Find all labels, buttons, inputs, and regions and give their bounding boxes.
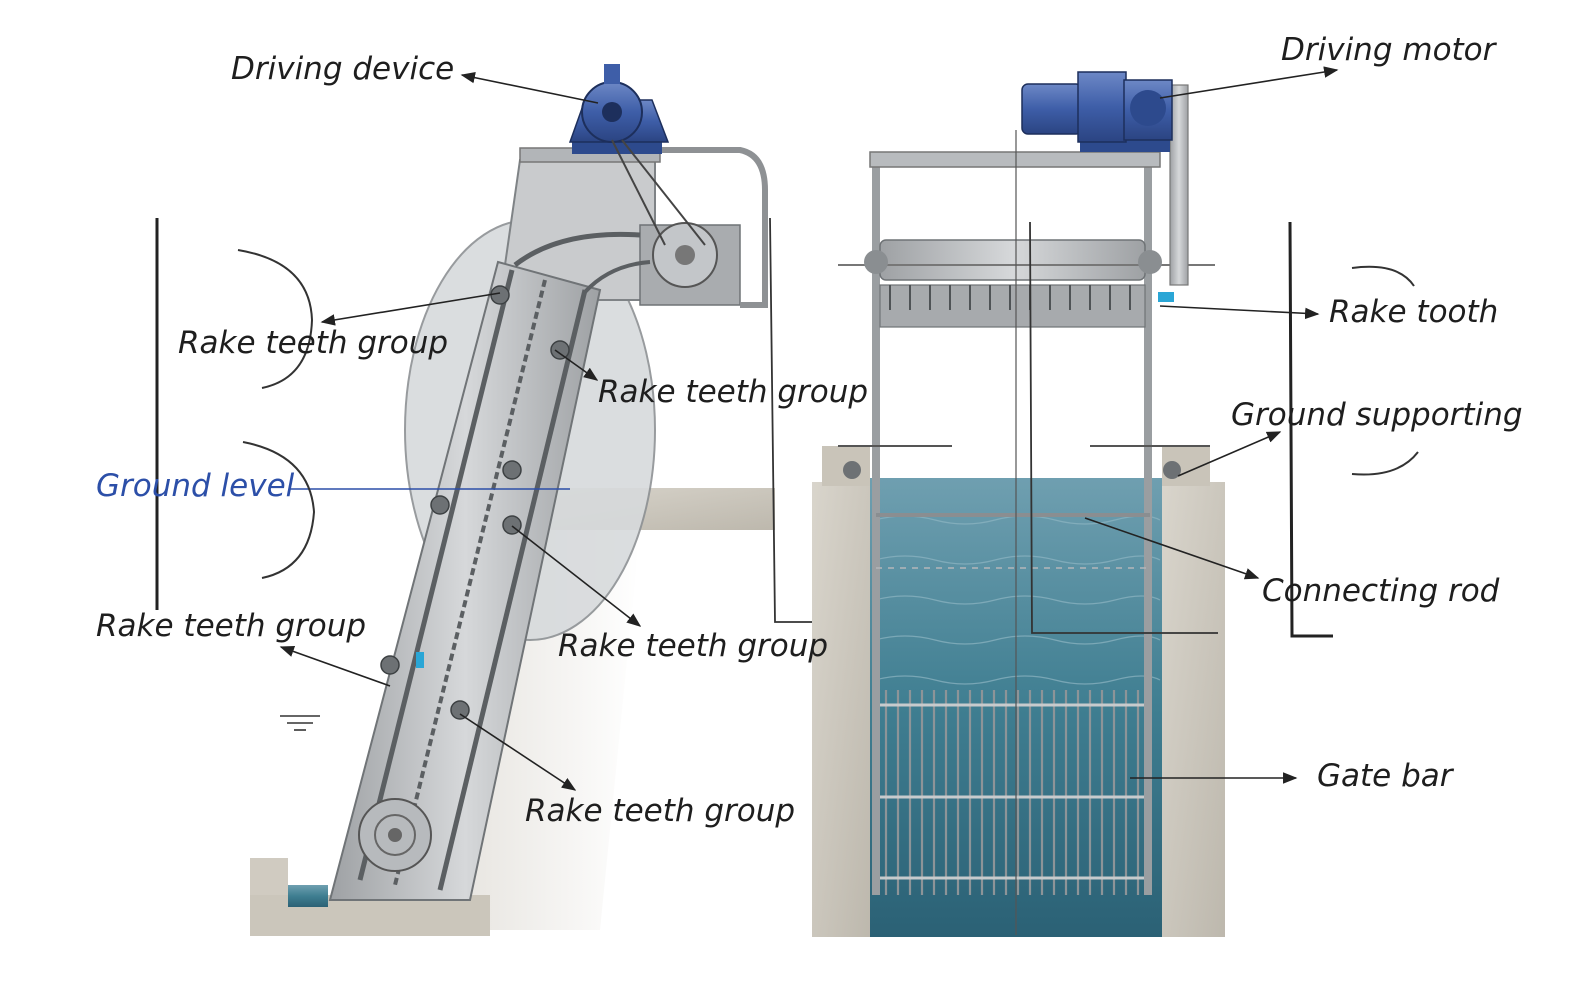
motor-body	[1021, 83, 1083, 135]
rake-tooth-marker	[1158, 292, 1174, 302]
left-shaft-bearing	[864, 250, 888, 274]
label-ground-level: Ground level	[96, 468, 295, 504]
rake-tooth-comb	[889, 285, 1131, 310]
gate-bar-crossbeams	[880, 703, 1144, 880]
chain-rail-right	[437, 289, 588, 891]
arrow-driving-motor	[1159, 66, 1339, 99]
label-rake-teeth-group-3: Rake teeth group	[96, 608, 366, 644]
arrow-driving-device	[460, 71, 599, 104]
arrow-rake-group-3	[511, 525, 642, 627]
channel-water	[288, 885, 328, 907]
rake-cluster-7	[450, 700, 470, 720]
inclined-frame	[328, 260, 602, 901]
rake-cluster-2	[550, 340, 570, 360]
drive-chain-b	[621, 139, 706, 246]
drive-hub	[602, 102, 622, 122]
label-rake-teeth-group-1: Rake teeth group	[178, 325, 448, 361]
rake-cluster-3	[502, 460, 522, 480]
label-ground-supporting: Ground supporting	[1231, 397, 1523, 433]
arrow-rake-group-4	[279, 645, 391, 687]
arrow-connecting-rod	[1084, 517, 1260, 580]
rake-cluster-1	[490, 285, 510, 305]
drive-chain-a	[611, 139, 666, 246]
left-frame-post	[872, 165, 880, 895]
head-sprocket-hub	[675, 245, 695, 265]
reducer-flange	[1130, 90, 1166, 126]
chain-curve-outer	[513, 231, 641, 267]
bracket-right-upper	[1351, 265, 1415, 287]
right-shaft-bearing	[1138, 250, 1162, 274]
top-beam	[869, 151, 1161, 168]
side-guard-rail	[660, 147, 768, 308]
arrow-rake-group-2	[554, 349, 599, 381]
drive-base	[572, 140, 662, 154]
bracket-upper	[237, 249, 314, 389]
ripple-5	[874, 675, 1161, 685]
channel-floor	[250, 895, 490, 936]
arrow-rake-tooth	[1159, 305, 1320, 320]
left-concrete-wall	[812, 482, 870, 937]
blue-marker	[416, 652, 424, 668]
bracket-right-lower	[1351, 451, 1419, 476]
motor-base	[1080, 140, 1170, 152]
right-concrete-wall	[1162, 482, 1225, 937]
driving-motor-unit	[1021, 71, 1173, 152]
gate-bars	[884, 690, 1140, 895]
driving-device-unit	[568, 64, 670, 154]
label-gate-bar: Gate bar	[1317, 758, 1455, 794]
label-rake-teeth-group-4: Rake teeth group	[558, 628, 828, 664]
rake-teeth-clusters	[380, 285, 570, 720]
bracket-lower	[242, 441, 316, 579]
motor-gearbox	[1077, 71, 1127, 143]
water-level-symbol	[280, 715, 320, 731]
ground-support-right	[1163, 461, 1181, 479]
drive-cap	[604, 64, 620, 84]
arrow-rake-group-5	[459, 713, 577, 791]
reference-line-right	[1029, 221, 1218, 634]
label-rake-teeth-group-2: Rake teeth group	[598, 374, 868, 410]
leader-lines	[279, 66, 1339, 791]
rake-cluster-6	[380, 655, 400, 675]
chain-rail-left	[357, 269, 515, 881]
side-drive-shaft	[1169, 84, 1189, 286]
label-driving-motor: Driving motor	[1281, 32, 1498, 68]
arrow-ground-supporting	[1177, 431, 1282, 477]
ground-support-left	[843, 461, 861, 479]
right-dimension-bar	[1288, 221, 1333, 638]
rake-tooth-row	[879, 284, 1146, 328]
label-rake-tooth: Rake tooth	[1329, 294, 1498, 330]
tail-sprocket-hub	[388, 828, 402, 842]
rake-cluster-4	[430, 495, 450, 515]
ripple-4	[874, 635, 1161, 645]
label-connecting-rod: Connecting rod	[1262, 573, 1500, 609]
arrow-rake-group-1	[320, 292, 501, 326]
ripple-3	[874, 595, 1161, 605]
label-rake-teeth-group-5: Rake teeth group	[525, 793, 795, 829]
rake-drum	[879, 239, 1146, 281]
right-frame-post	[1144, 165, 1152, 895]
front-view-machine	[812, 71, 1419, 937]
chain-rail-middle	[393, 279, 547, 886]
ripple-2	[874, 555, 1161, 565]
label-driving-device: Driving device	[231, 51, 454, 87]
chain-curve-inner	[583, 260, 651, 294]
tail-sprocket-ring	[374, 814, 416, 856]
